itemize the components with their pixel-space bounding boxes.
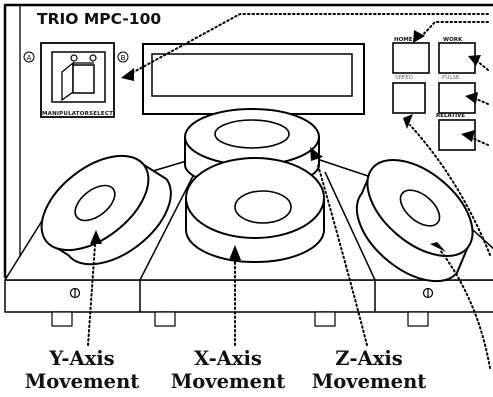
arrow-relative bbox=[461, 130, 475, 142]
speed-button[interactable] bbox=[392, 82, 426, 114]
x-axis-label-line1: X-Axis bbox=[194, 347, 262, 370]
device-title: TRIO MPC-100 bbox=[37, 10, 162, 28]
leader-line-display bbox=[129, 13, 489, 75]
arrow-display bbox=[121, 68, 134, 81]
svg-text:B: B bbox=[121, 54, 126, 62]
leader-line-z-axis bbox=[317, 164, 368, 346]
svg-text:A: A bbox=[27, 54, 32, 62]
arrow-x-axis bbox=[229, 245, 241, 260]
leader-line-work bbox=[475, 59, 489, 71]
pulse-button-label: PULSE bbox=[442, 75, 460, 81]
switch-position-b-marker: B bbox=[117, 51, 129, 63]
leader-line-home bbox=[419, 21, 489, 39]
z-axis-label-line1: Z-Axis bbox=[335, 347, 403, 370]
switch-position-a-marker: A bbox=[23, 51, 35, 63]
arrow-speed bbox=[403, 114, 413, 129]
leader-line-relative bbox=[469, 136, 489, 146]
home-button[interactable] bbox=[392, 42, 430, 74]
leader-line-right-knob bbox=[439, 249, 491, 369]
y-axis-movement-label: Y-Axis Movement bbox=[22, 347, 142, 393]
z-axis-movement-label: Z-Axis Movement bbox=[309, 347, 429, 393]
x-axis-label-line2: Movement bbox=[170, 370, 286, 393]
relative-button-label: RELATIVE bbox=[436, 113, 466, 119]
arrow-pulse bbox=[465, 92, 478, 104]
x-axis-knob[interactable] bbox=[185, 157, 325, 263]
leader-line-y-axis bbox=[87, 244, 96, 346]
speed-button-label: SPEED bbox=[395, 75, 413, 81]
x-axis-movement-label: X-Axis Movement bbox=[168, 347, 288, 393]
arrow-z-axis bbox=[310, 147, 323, 161]
right-knob[interactable] bbox=[333, 141, 493, 299]
lcd-display bbox=[142, 43, 365, 115]
arrow-right-knob bbox=[430, 242, 446, 252]
leader-line-speed bbox=[409, 124, 491, 256]
arrow-home bbox=[413, 30, 425, 43]
arrow-y-axis bbox=[90, 230, 102, 244]
device-feet bbox=[51, 311, 429, 327]
z-axis-label-line2: Movement bbox=[311, 370, 427, 393]
y-axis-label-line1: Y-Axis bbox=[49, 347, 115, 370]
manipulator-select-switch[interactable] bbox=[40, 42, 115, 118]
y-axis-knob[interactable] bbox=[25, 132, 188, 289]
work-button-label: WORK bbox=[443, 37, 463, 43]
y-axis-label-line2: Movement bbox=[24, 370, 140, 393]
arrow-work bbox=[468, 55, 481, 66]
home-button-label: HOME bbox=[394, 37, 413, 43]
manipulator-select-label: MANIPULATORSELECT bbox=[42, 111, 114, 117]
screw-heads bbox=[69, 287, 434, 299]
